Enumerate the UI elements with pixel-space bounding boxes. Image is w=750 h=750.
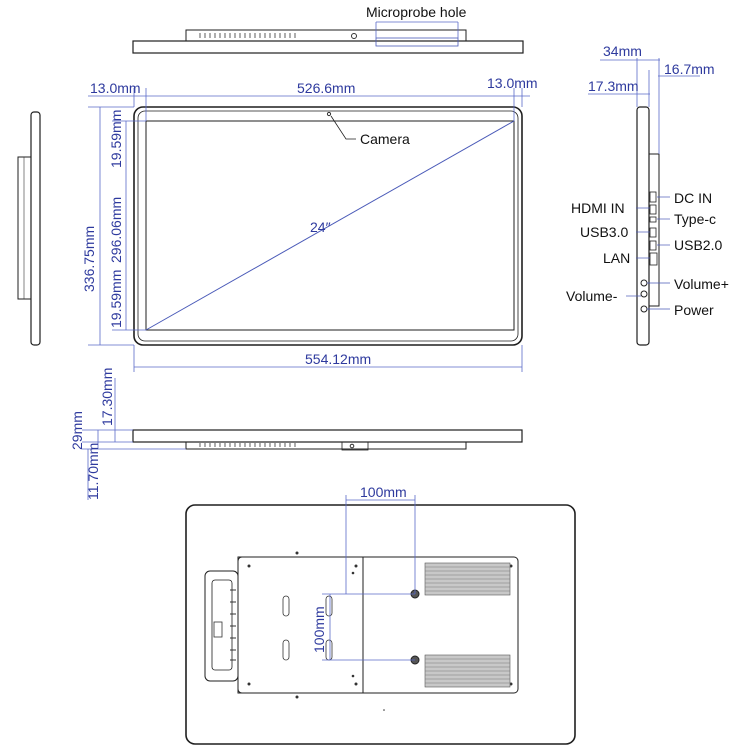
panel-thickness-dim: 17.30mm [99, 368, 115, 426]
camera-label: Camera [360, 131, 410, 147]
top-view: Microprobe hole [132, 4, 524, 54]
top-view-vent [199, 33, 296, 38]
microprobe-hole-marker [351, 33, 357, 39]
depth-total-dim: 34mm [603, 43, 642, 59]
bezel-left-dim: 13.0mm [90, 80, 141, 96]
left-side-view [17, 111, 41, 346]
bump-thickness-dim: 11.70mm [85, 443, 101, 500]
right-side-view: 34mm 16.7mm 17.3mm DC IN HDMI IN Type-c … [566, 43, 729, 346]
total-width-dim: 554.12mm [305, 351, 371, 367]
power-label: Power [674, 302, 714, 318]
bezel-bottom-dim: 19.59mm [108, 270, 124, 328]
back-panel [185, 504, 576, 745]
bezel-top-dim: 19.59mm [108, 110, 124, 168]
hdmi-in-label: HDMI IN [571, 200, 625, 216]
screen-width-dim: 526.6mm [297, 80, 355, 96]
type-c-label: Type-c [674, 211, 716, 227]
usb2-label: USB2.0 [674, 237, 722, 253]
total-thickness-dim: 29mm [69, 411, 85, 450]
microprobe-port-area [375, 37, 459, 47]
depth-lower-dim: 17.3mm [588, 78, 639, 94]
diagonal-line [145, 120, 515, 331]
depth-upper-dim: 16.7mm [664, 61, 715, 77]
screen-height-dim: 296.06mm [108, 197, 124, 263]
camera-dot [326, 111, 332, 117]
vesa-vertical-dim: 100mm [311, 606, 327, 653]
dc-in-label: DC IN [674, 190, 712, 206]
bezel-right-dim: 13.0mm [487, 75, 538, 91]
volume-minus-label: Volume- [566, 288, 618, 304]
front-view: 24″ Camera 13.0mm 526.6mm 13.0mm 336.75m… [81, 75, 538, 372]
screen-area [145, 120, 515, 331]
volume-plus-label: Volume+ [674, 276, 729, 292]
top-view-bump [185, 29, 467, 42]
top-view-body [132, 40, 524, 54]
diagonal-label: 24″ [310, 219, 331, 235]
microprobe-hole-label: Microprobe hole [366, 4, 467, 20]
bottom-view: 17.30mm 29mm 11.70mm [69, 368, 523, 500]
monitor-body [133, 106, 523, 346]
usb3-label: USB3.0 [580, 224, 628, 240]
total-height-dim: 336.75mm [81, 226, 97, 292]
back-view: 100mm 100mm [185, 484, 576, 745]
vesa-horizontal-dim: 100mm [360, 484, 407, 500]
lan-label: LAN [603, 250, 630, 266]
